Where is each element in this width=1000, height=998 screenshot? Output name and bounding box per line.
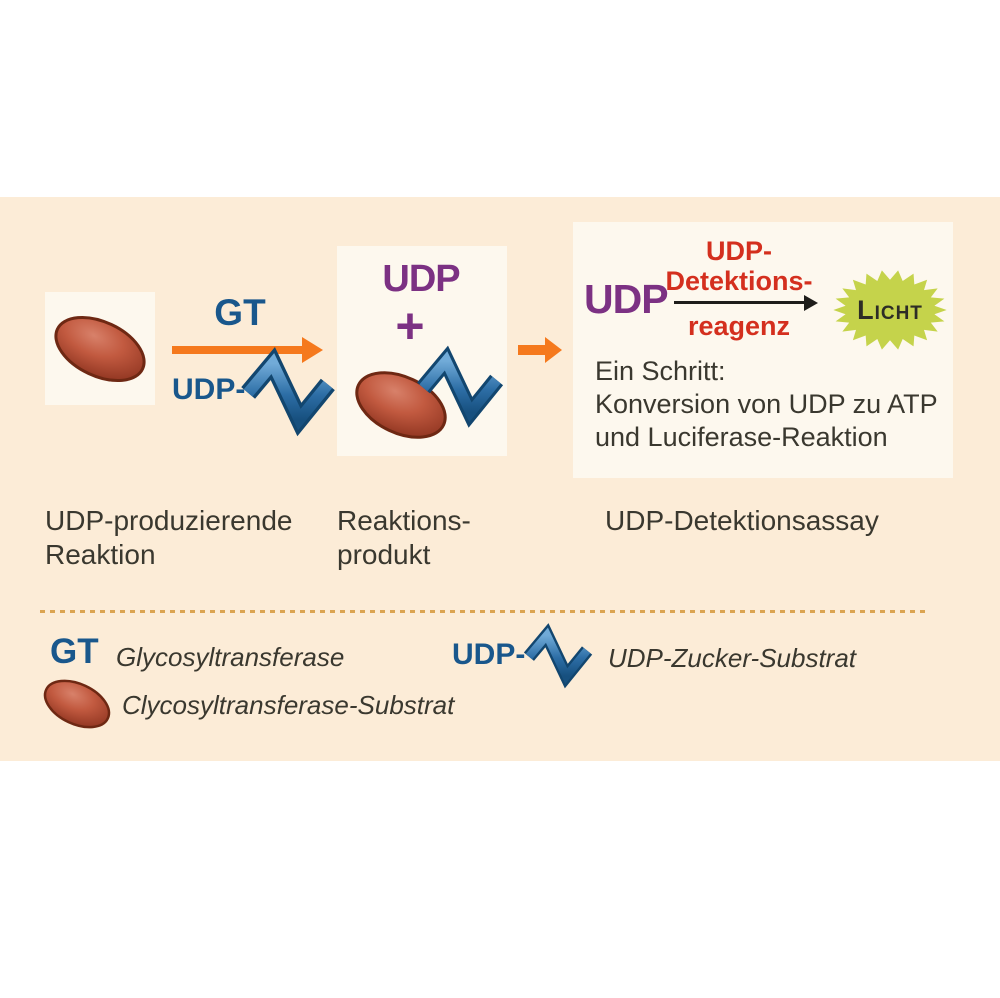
dashed-divider [40, 610, 930, 613]
note-line3: und Luciferase-Reaktion [595, 422, 888, 452]
product-box: UDP + [337, 246, 507, 456]
step1-label: UDP-produzierende Reaktion [45, 504, 292, 572]
substrate-box [45, 292, 155, 405]
step2-label-line2: produkt [337, 539, 431, 570]
legend-udp-label: UDP-Zucker-Substrat [608, 643, 857, 673]
assay-note: Ein Schritt: Konversion von UDP zu ATP u… [595, 355, 938, 454]
udp-sugar-label: UDP- [172, 373, 246, 406]
reagent-label-line3: reagenz [687, 311, 791, 341]
udp-sugar-zigzag-icon [241, 346, 335, 437]
enzyme-label: GT [214, 292, 266, 333]
substrate-ellipse-icon [54, 315, 146, 383]
reagent-label-line1: UDP- [706, 236, 772, 266]
step1-label-line2: Reaktion [45, 539, 156, 570]
licht-starburst-icon [833, 270, 947, 350]
product-zigzag-icon [417, 345, 504, 428]
licht-label: Licht [857, 294, 923, 325]
step2-label: Reaktions- produkt [337, 504, 471, 572]
plus-sign: + [395, 298, 425, 354]
legend-zigzag-icon [523, 623, 593, 689]
detection-box: UDP UDP- Detektions- reagenz Licht Ein S… [573, 222, 953, 478]
step1-label-line1: UDP-produzierende [45, 505, 293, 536]
legend-udp-symbol: UDP- [452, 638, 526, 671]
reagent-label-line2: Detektions- [665, 266, 813, 296]
step3-label: UDP-Detektionsassay [605, 505, 879, 536]
step2-label-line1: Reaktions- [337, 505, 471, 536]
product-udp-label: UDP [382, 258, 460, 300]
legend-gt-symbol: GT [50, 632, 99, 671]
legend-substrate-label: Clycosyltransferase-Substrat [122, 690, 455, 720]
licht-starburst: Licht [831, 268, 949, 352]
detection-udp-label: UDP [584, 276, 669, 322]
legend-gt-label: Glycosyltransferase [116, 642, 345, 672]
product-ellipse-icon [355, 371, 447, 439]
note-line2: Konversion von UDP zu ATP [595, 389, 938, 419]
legend-substrate-ellipse-icon [43, 679, 111, 729]
note-line1: Ein Schritt: [595, 356, 726, 386]
